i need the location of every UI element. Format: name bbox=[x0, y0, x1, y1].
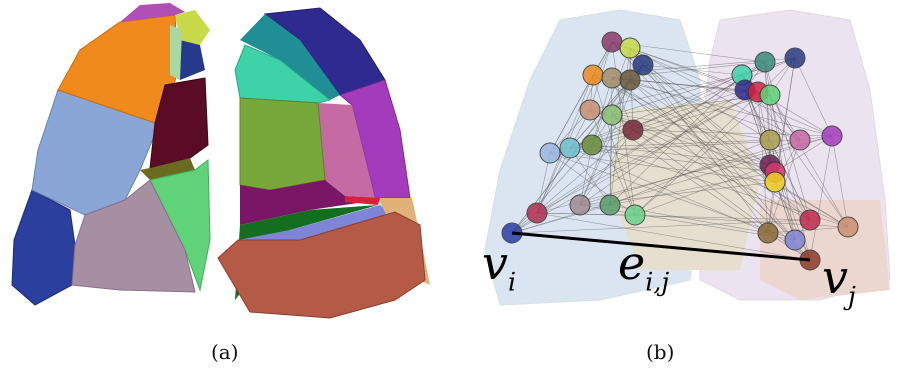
graph-node bbox=[625, 205, 645, 225]
graph-node bbox=[620, 38, 640, 58]
graph-node bbox=[527, 203, 547, 223]
graph-node bbox=[583, 65, 603, 85]
graph-node bbox=[602, 32, 622, 52]
graph-node bbox=[822, 126, 842, 146]
graph-node bbox=[838, 217, 858, 237]
graph-node bbox=[582, 135, 602, 155]
graph-node bbox=[620, 70, 640, 90]
node-label-vi: vi bbox=[482, 236, 516, 296]
graph-node bbox=[760, 85, 780, 105]
right-lung bbox=[218, 8, 430, 318]
vi-sub: i bbox=[508, 267, 516, 296]
graph-node bbox=[600, 195, 620, 215]
node-label-vj: vj bbox=[822, 250, 856, 310]
graph-node bbox=[765, 172, 785, 192]
graph-node bbox=[580, 100, 600, 120]
graph-node bbox=[785, 48, 805, 68]
graph-node bbox=[790, 130, 810, 150]
graph-node bbox=[758, 223, 778, 243]
caption-b: (b) bbox=[646, 340, 674, 364]
graph-node bbox=[602, 105, 622, 125]
segment-dark-blue bbox=[12, 190, 75, 305]
vj-sub: j bbox=[848, 281, 856, 310]
graph-node bbox=[785, 230, 805, 250]
graph-node bbox=[570, 195, 590, 215]
graph-node bbox=[560, 138, 580, 158]
left-lung bbox=[12, 3, 210, 305]
segment-pale-green bbox=[170, 25, 182, 80]
segment-olive-green bbox=[240, 98, 325, 190]
graph-node bbox=[540, 143, 560, 163]
vj-base: v bbox=[822, 250, 848, 304]
graph-node bbox=[800, 210, 820, 230]
segment-navy-small bbox=[180, 40, 205, 80]
lung-graph-figure bbox=[470, 0, 913, 373]
vi-base: v bbox=[482, 236, 508, 290]
graph-node bbox=[760, 130, 780, 150]
eij-base: e bbox=[618, 236, 645, 290]
graph-node bbox=[755, 52, 775, 72]
eij-sub: i,j bbox=[645, 267, 669, 296]
caption-a: (a) bbox=[211, 340, 239, 364]
edge-label-eij: ei,j bbox=[618, 236, 669, 296]
lung-segmentation-figure bbox=[0, 0, 460, 373]
graph-node bbox=[602, 68, 622, 88]
graph-node bbox=[623, 120, 643, 140]
